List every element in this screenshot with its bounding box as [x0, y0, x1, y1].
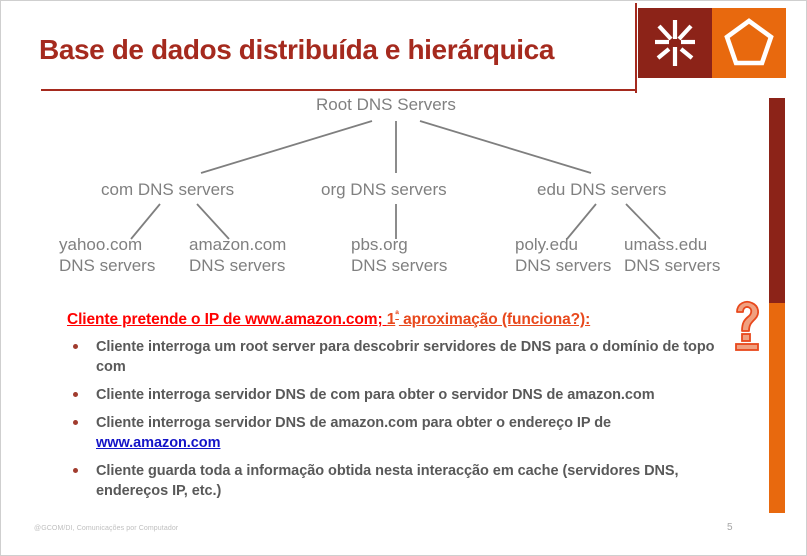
bullet-dot-icon: [73, 420, 78, 425]
tree-node-amazon: amazon.com DNS servers: [189, 234, 286, 276]
tree-node-root: Root DNS Servers: [316, 95, 456, 114]
tree-node-poly: poly.edu DNS servers: [515, 234, 611, 276]
tree-node-umass-line2: DNS servers: [624, 256, 721, 275]
accent-rail-orange: [769, 303, 785, 513]
logo-left-panel: [638, 8, 712, 78]
bullet-text-2: Cliente interroga servidor DNS de com pa…: [96, 387, 655, 403]
dns-tree-edges: [130, 120, 661, 240]
bullet-text-4: Cliente guarda toda a informação obtida …: [96, 463, 679, 499]
tree-node-pbs-line1: pbs.org: [351, 235, 408, 254]
tree-node-pbs: pbs.org DNS servers: [351, 234, 447, 276]
headline-orange-rest: aproximação (funciona?):: [398, 311, 591, 329]
tree-node-yahoo-line1: yahoo.com: [59, 235, 143, 254]
tree-node-pbs-line2: DNS servers: [351, 256, 448, 275]
list-item: Cliente interroga servidor DNS de com pa…: [59, 385, 719, 405]
bullet-text-3: Cliente interroga servidor DNS de amazon…: [96, 415, 612, 431]
tree-node-yahoo-line2: DNS servers: [59, 256, 156, 275]
list-item: Cliente guarda toda a informação obtida …: [59, 461, 719, 501]
headline-orange-superscript: ª: [395, 310, 399, 321]
page-number: 5: [727, 522, 733, 533]
universidade-do-minho-logo: [638, 8, 786, 78]
section-headline: Cliente pretende o IP de www.amazon.com;…: [67, 310, 590, 329]
tree-node-yahoo: yahoo.com DNS servers: [59, 234, 155, 276]
page-title: Base de dados distribuída e hierárquica: [39, 34, 555, 65]
dns-hierarchy-diagram: Root DNS Servers com DNS servers org DNS…: [1, 91, 761, 291]
tree-node-com: com DNS servers: [101, 180, 235, 199]
tree-node-poly-line1: poly.edu: [515, 235, 579, 254]
footer-attribution: @GCOM/DI, Comunicações por Computador: [34, 525, 179, 532]
amazon-link[interactable]: www.amazon.com: [96, 435, 221, 451]
accent-rail-dark-red: [769, 98, 785, 303]
edge-edu-umass: [625, 203, 661, 240]
tree-node-amazon-line2: DNS servers: [189, 256, 286, 275]
headline-orange-number: 1: [386, 311, 396, 329]
edge-edu-poly: [566, 203, 597, 240]
tree-node-umass: umass.edu DNS servers: [624, 234, 720, 276]
bullet-dot-icon: [73, 392, 78, 397]
edge-com-amazon: [196, 203, 230, 240]
bullet-dot-icon: [73, 344, 78, 349]
tree-node-edu: edu DNS servers: [537, 180, 667, 199]
edge-com-yahoo: [130, 203, 161, 240]
tree-node-amazon-line1: amazon.com: [189, 235, 287, 254]
title-underline-rule: [41, 89, 635, 91]
bullet-dot-icon: [73, 468, 78, 473]
list-item: Cliente interroga um root server para de…: [59, 337, 719, 377]
edge-root-com: [200, 120, 373, 174]
logo-right-panel: [712, 8, 786, 78]
pentagon-outline-icon: [724, 18, 774, 66]
headline-red-part: Cliente pretende o IP de www.amazon.com;: [67, 311, 387, 329]
tree-node-poly-line2: DNS servers: [515, 256, 612, 275]
tree-node-org: org DNS servers: [321, 180, 447, 199]
list-item: Cliente interroga servidor DNS de amazon…: [59, 413, 719, 453]
edge-root-edu: [419, 120, 592, 174]
question-mark-icon: [735, 300, 759, 351]
tree-node-umass-line1: umass.edu: [624, 235, 708, 254]
header-vertical-divider: [635, 3, 637, 93]
bullet-list: Cliente interroga um root server para de…: [59, 337, 719, 509]
bullet-text-1: Cliente interroga um root server para de…: [96, 339, 715, 375]
asterisk-star-icon: [655, 20, 695, 66]
